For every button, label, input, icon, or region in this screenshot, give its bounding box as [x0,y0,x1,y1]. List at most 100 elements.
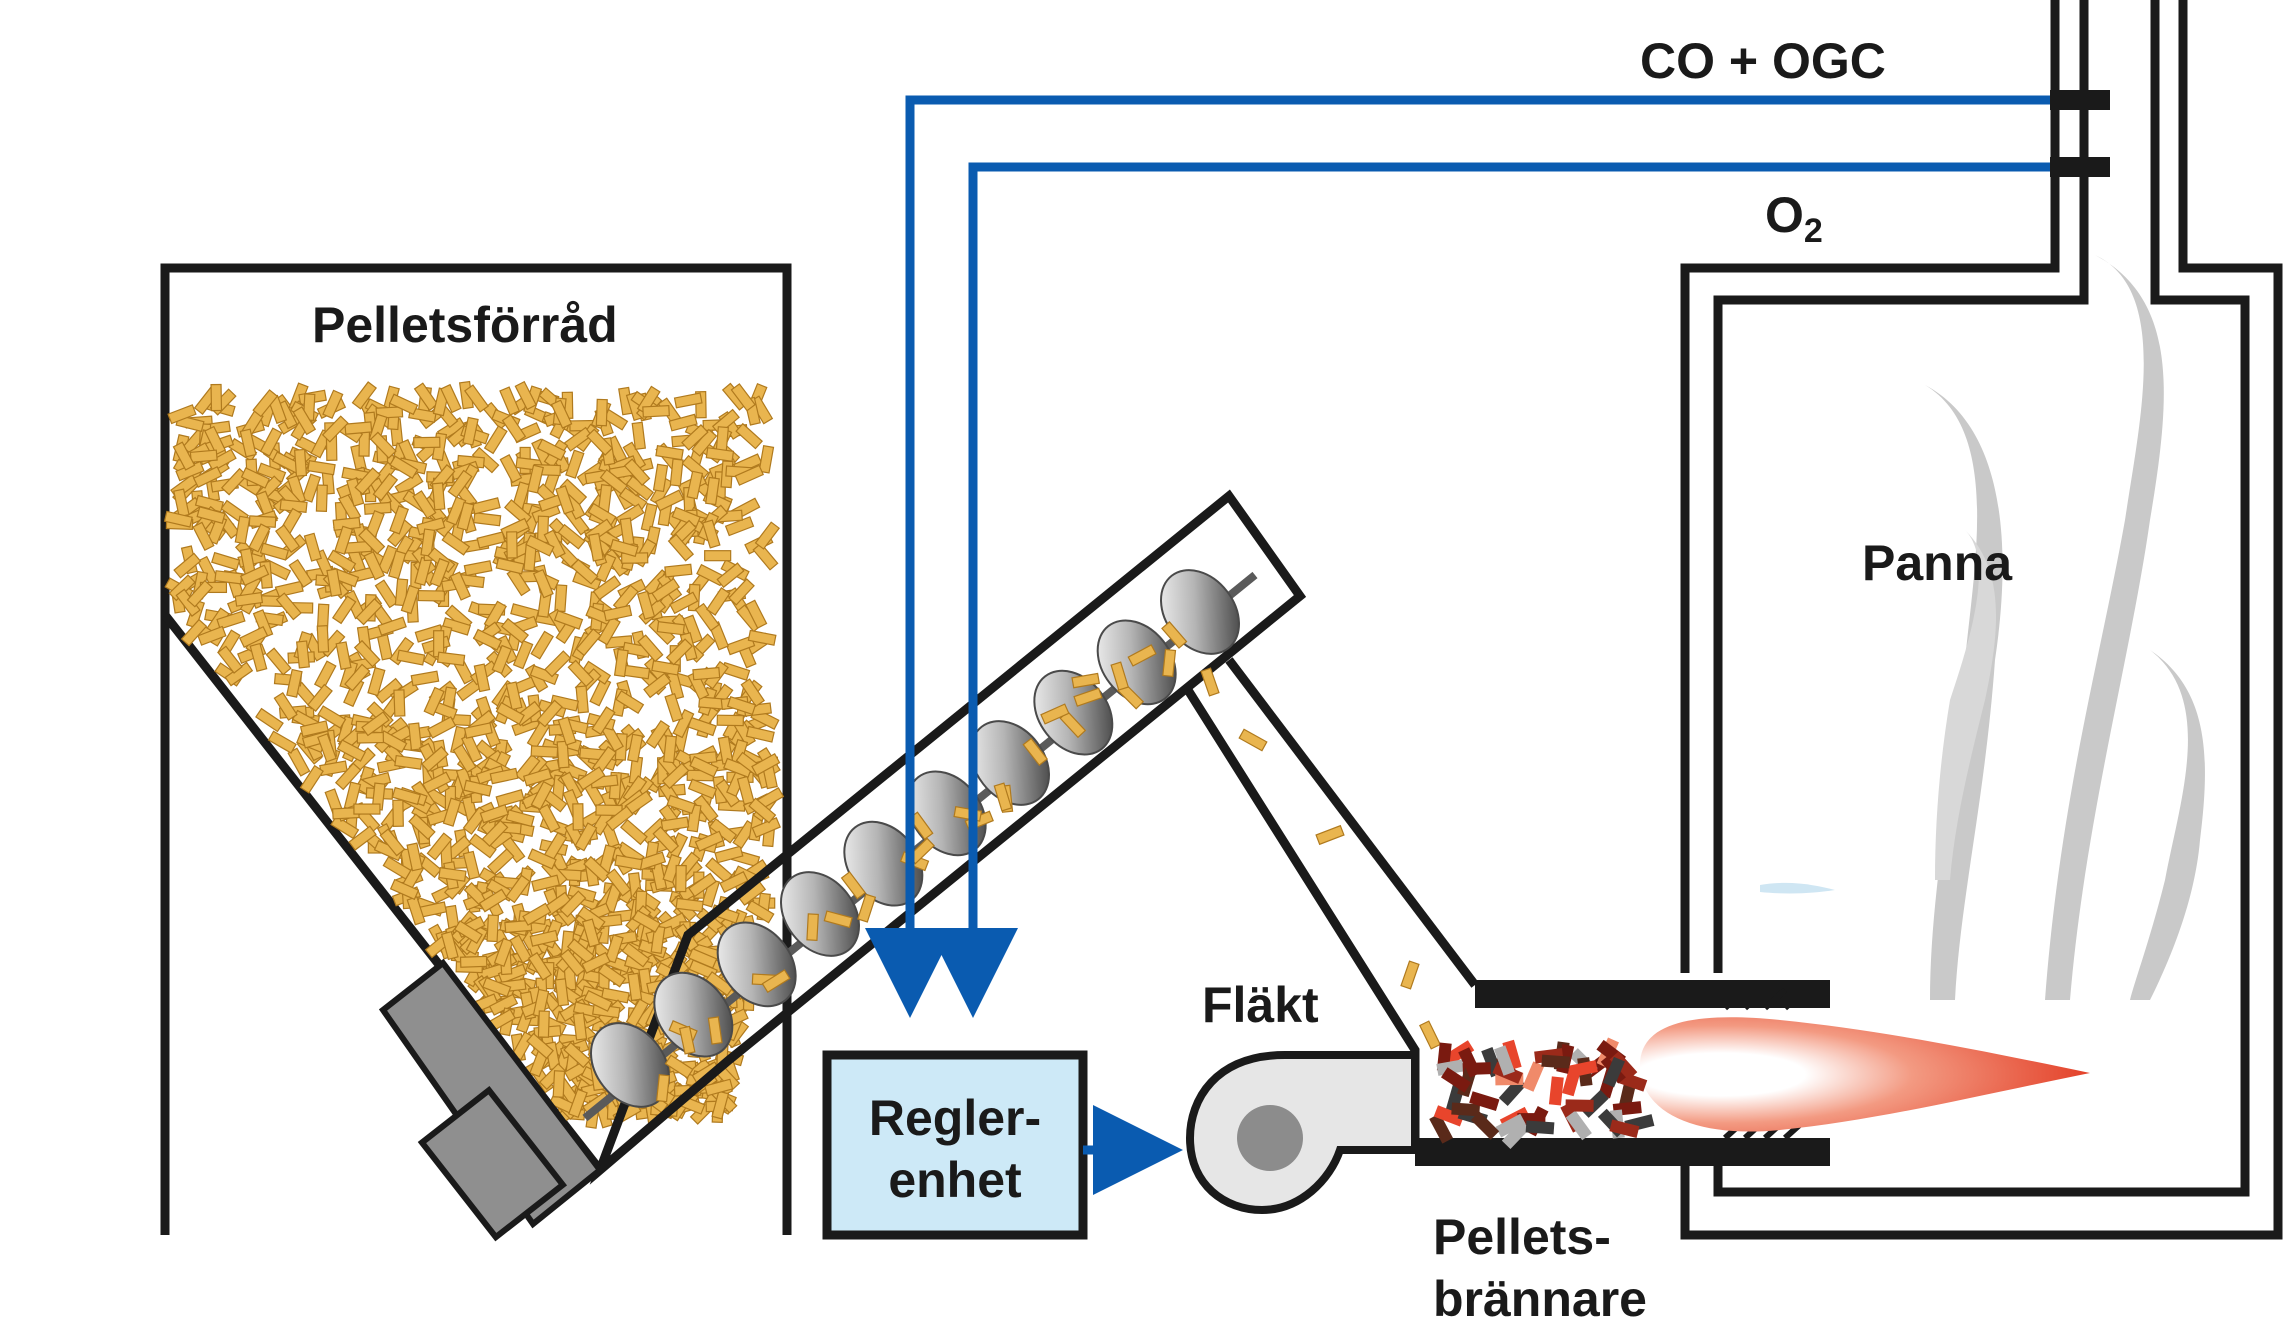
pellet [447,469,473,499]
storage-label: Pelletsförråd [312,297,618,353]
pellet [669,591,699,615]
pellet [234,515,251,545]
pellet [505,874,531,904]
pellet [239,564,270,587]
pellet [335,641,352,671]
pellet [525,534,555,557]
pellet [758,444,775,474]
pellet [701,519,721,549]
pellet [429,557,450,588]
pellet [394,754,423,770]
pellet [452,744,477,774]
pellet [389,455,419,480]
pellet [388,393,419,416]
ember [1495,1113,1526,1138]
pellet [704,550,732,562]
pellet [394,472,424,497]
ember [1502,1039,1522,1071]
pellet [294,448,308,477]
pellet [351,381,377,410]
storage-outline [160,263,792,1235]
pellet [597,616,621,646]
pellet [716,714,744,727]
pellet [172,441,196,471]
pellet [652,826,680,854]
pellet [619,818,648,846]
pellet [669,458,684,487]
pellet [252,389,279,418]
pellet [588,532,604,562]
pellet [705,447,735,462]
pellet [526,1032,554,1060]
pellet [544,650,572,678]
pellet [595,553,617,583]
pellet [344,421,373,435]
control-label-line2: enhet [888,1152,1022,1208]
pellet [605,805,634,832]
pellet [379,828,406,857]
pellet [389,505,409,535]
pellet [552,1070,566,1098]
pellet [675,864,687,893]
pellet [180,618,208,647]
pellet [599,468,629,495]
pellet [595,398,608,427]
pellet [463,722,493,739]
pellet [583,855,611,883]
pellet [486,914,500,943]
pellet [354,467,381,495]
control-unit [822,1050,1088,1240]
pellet [671,506,701,528]
pellet [1315,824,1345,846]
pellet [1161,621,1188,649]
pellet [501,414,527,443]
auger-conveyor [378,489,1307,1242]
pellet [330,815,360,840]
pellet [714,845,744,864]
pellet [396,649,426,666]
pellet [506,531,518,559]
pellet [462,416,479,446]
pellet [327,549,357,574]
pellet [374,579,399,609]
pellet [665,638,693,666]
pellet [441,617,472,636]
pellet [663,735,677,764]
ember [1436,1059,1466,1076]
ember [1565,1110,1592,1141]
pellet [655,1074,670,1103]
pellet [631,421,646,451]
pellet [393,689,406,717]
ember [1548,1076,1564,1106]
pellet [583,989,613,1012]
pellet [587,502,617,527]
pellet [210,383,223,412]
pellet [678,1025,696,1055]
pellet [601,987,630,1004]
pellet [705,971,734,997]
pellet [313,660,337,690]
pellet [274,580,304,598]
pellet [574,822,598,852]
pellet [382,856,412,880]
pellet [389,878,420,901]
ember [1493,1045,1515,1076]
pellet [857,893,877,923]
pellet [666,794,696,815]
pellet [1400,960,1420,990]
pellet [553,609,584,630]
pellet [334,525,354,555]
pellet [369,431,397,459]
auger-blade [780,871,860,957]
pellet [483,425,508,455]
pellet [249,642,268,672]
pellet [440,383,462,414]
pellet [420,745,449,773]
pellet [353,803,381,815]
pellet [522,767,553,787]
pellet [840,871,867,900]
fan-label: Fläkt [1202,977,1319,1033]
pellet [442,797,462,827]
pellet [239,428,257,458]
pellet [651,577,681,603]
